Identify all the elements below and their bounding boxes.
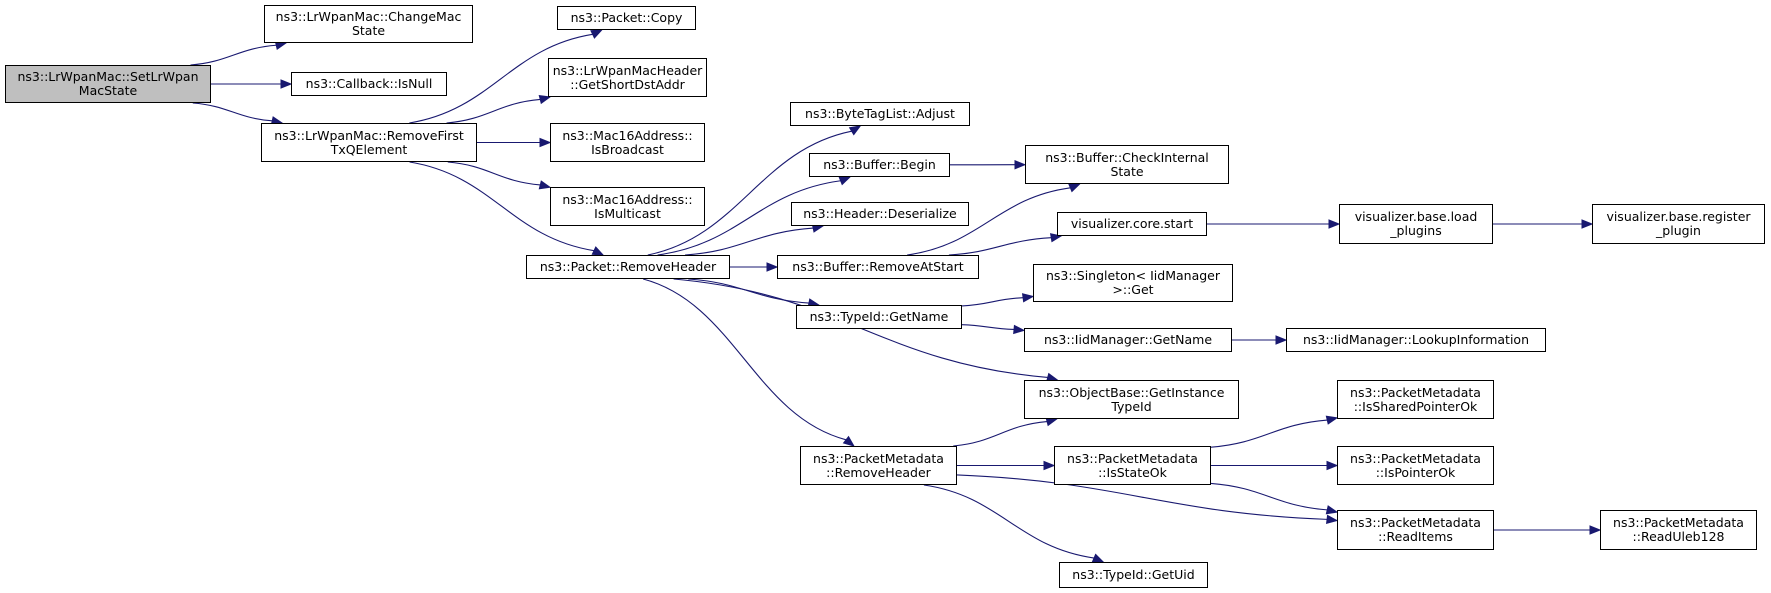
node-typeid-getname[interactable]: ns3::TypeId::GetName [796,305,962,329]
arrowhead-packet-removeheader-to-bytetaglist-adjust [848,125,862,136]
node-bytetaglist-adjust[interactable]: ns3::ByteTagList::Adjust [790,102,970,126]
edge-buffer-removeatstart-to-checkinternalstate [907,187,1071,256]
arrowhead-readitems-to-readuleb128 [1589,525,1602,535]
arrowhead-removefirsttxqelement-to-ismulticast [538,180,552,190]
arrowhead-packetmetadata-removeheader-to-isstateok [1043,460,1056,471]
node-getshortdstaddr[interactable]: ns3::LrWpanMacHeader::GetShortDstAddr [548,58,707,97]
arrowhead-isstateok-to-readitems [1325,505,1339,515]
arrowhead-visualizer-core-start-to-load-plugins [1328,219,1341,229]
node-lookupinformation[interactable]: ns3::IidManager::LookupInformation [1286,328,1546,352]
node-ispointerok[interactable]: ns3::PacketMetadata::IsPointerOk [1337,446,1494,485]
edge-isstateok-to-issharedpointerok [1210,419,1328,448]
node-typeid-getuid[interactable]: ns3::TypeId::GetUid [1059,562,1208,588]
arrowhead-removefirsttxqelement-to-getshortdstaddr [538,94,552,105]
node-header-deserialize[interactable]: ns3::Header::Deserialize [791,202,969,226]
node-load-plugins[interactable]: visualizer.base.load_plugins [1339,204,1493,244]
node-iidmanager-getname[interactable]: ns3::IidManager::GetName [1024,328,1232,352]
arrowhead-packet-removeheader-to-buffer-removeatstart [766,262,779,272]
node-readuleb128[interactable]: ns3::PacketMetadata::ReadUleb128 [1600,510,1757,550]
arrowhead-buffer-begin-to-checkinternalstate [1014,159,1027,170]
edge-removefirsttxqelement-to-getshortdstaddr [446,98,541,124]
arrowhead-packetmetadata-removeheader-to-readitems [1326,514,1339,525]
edge-setlrwpanmacstate-to-removefirsttxqelement [192,102,273,122]
arrowhead-isstateok-to-ispointerok [1326,460,1339,471]
node-register-plugin[interactable]: visualizer.base.register_plugin [1592,204,1765,244]
arrowhead-typeid-getname-to-singleton-get [1021,293,1035,303]
arrowhead-load-plugins-to-register-plugin [1581,219,1594,229]
edge-typeid-getname-to-iidmanager-getname [961,324,1015,331]
node-ismulticast[interactable]: ns3::Mac16Address::IsMulticast [550,187,705,226]
edge-removefirsttxqelement-to-packet-copy [409,33,593,124]
node-isbroadcast[interactable]: ns3::Mac16Address::IsBroadcast [550,123,705,162]
edge-removefirsttxqelement-to-packet-removeheader [409,161,595,252]
node-buffer-removeatstart[interactable]: ns3::Buffer::RemoveAtStart [777,255,979,279]
arrowhead-setlrwpanmacstate-to-callback-isnull [280,79,293,89]
edge-packet-removeheader-to-packetmetadata-removeheader [643,278,847,441]
node-readitems[interactable]: ns3::PacketMetadata::ReadItems [1337,510,1494,550]
node-singleton-get[interactable]: ns3::Singleton< IidManager>::Get [1033,264,1233,302]
edge-removefirsttxqelement-to-ismulticast [447,161,541,186]
node-packet-copy[interactable]: ns3::Packet::Copy [557,6,696,30]
edge-setlrwpanmacstate-to-changemacstate [190,44,277,66]
node-issharedpointerok[interactable]: ns3::PacketMetadata::IsSharedPointerOk [1337,380,1494,419]
arrowhead-packetmetadata-removeheader-to-typeid-getuid [1091,553,1105,563]
edge-packetmetadata-removeheader-to-typeid-getuid [923,484,1095,559]
arrowhead-typeid-getname-to-iidmanager-getname [1013,324,1026,335]
edge-packet-removeheader-to-buffer-begin [657,180,841,256]
edge-packet-removeheader-to-bytetaglist-adjust [647,130,852,256]
arrowhead-removefirsttxqelement-to-packet-copy [590,29,603,39]
edge-packetmetadata-removeheader-to-getinstancetypeid [953,420,1048,447]
edge-isstateok-to-readitems [1210,482,1328,511]
arrowhead-isstateok-to-issharedpointerok [1325,415,1339,425]
edge-packet-removeheader-to-header-deserialize [685,227,814,256]
arrowhead-packet-removeheader-to-buffer-begin [838,176,852,186]
arrowhead-iidmanager-getname-to-lookupinformation [1275,335,1288,345]
edge-buffer-removeatstart-to-visualizer-core-start [948,237,1052,256]
node-isstateok[interactable]: ns3::PacketMetadata::IsStateOk [1054,446,1211,485]
arrowhead-removefirsttxqelement-to-isbroadcast [539,137,552,148]
node-visualizer-core-start[interactable]: visualizer.core.start [1057,212,1207,236]
node-callback-isnull[interactable]: ns3::Callback::IsNull [291,72,447,96]
node-buffer-begin[interactable]: ns3::Buffer::Begin [809,153,950,177]
arrowhead-buffer-removeatstart-to-checkinternalstate [1068,183,1081,193]
arrowhead-removefirsttxqelement-to-packet-removeheader [591,246,605,256]
node-packetmetadata-removeheader[interactable]: ns3::PacketMetadata::RemoveHeader [800,446,957,485]
edge-typeid-getname-to-singleton-get [961,297,1024,307]
arrowhead-packet-removeheader-to-packetmetadata-removeheader [842,435,855,447]
node-packet-removeheader[interactable]: ns3::Packet::RemoveHeader [526,255,730,279]
edge-packetmetadata-removeheader-to-readitems [956,474,1328,520]
